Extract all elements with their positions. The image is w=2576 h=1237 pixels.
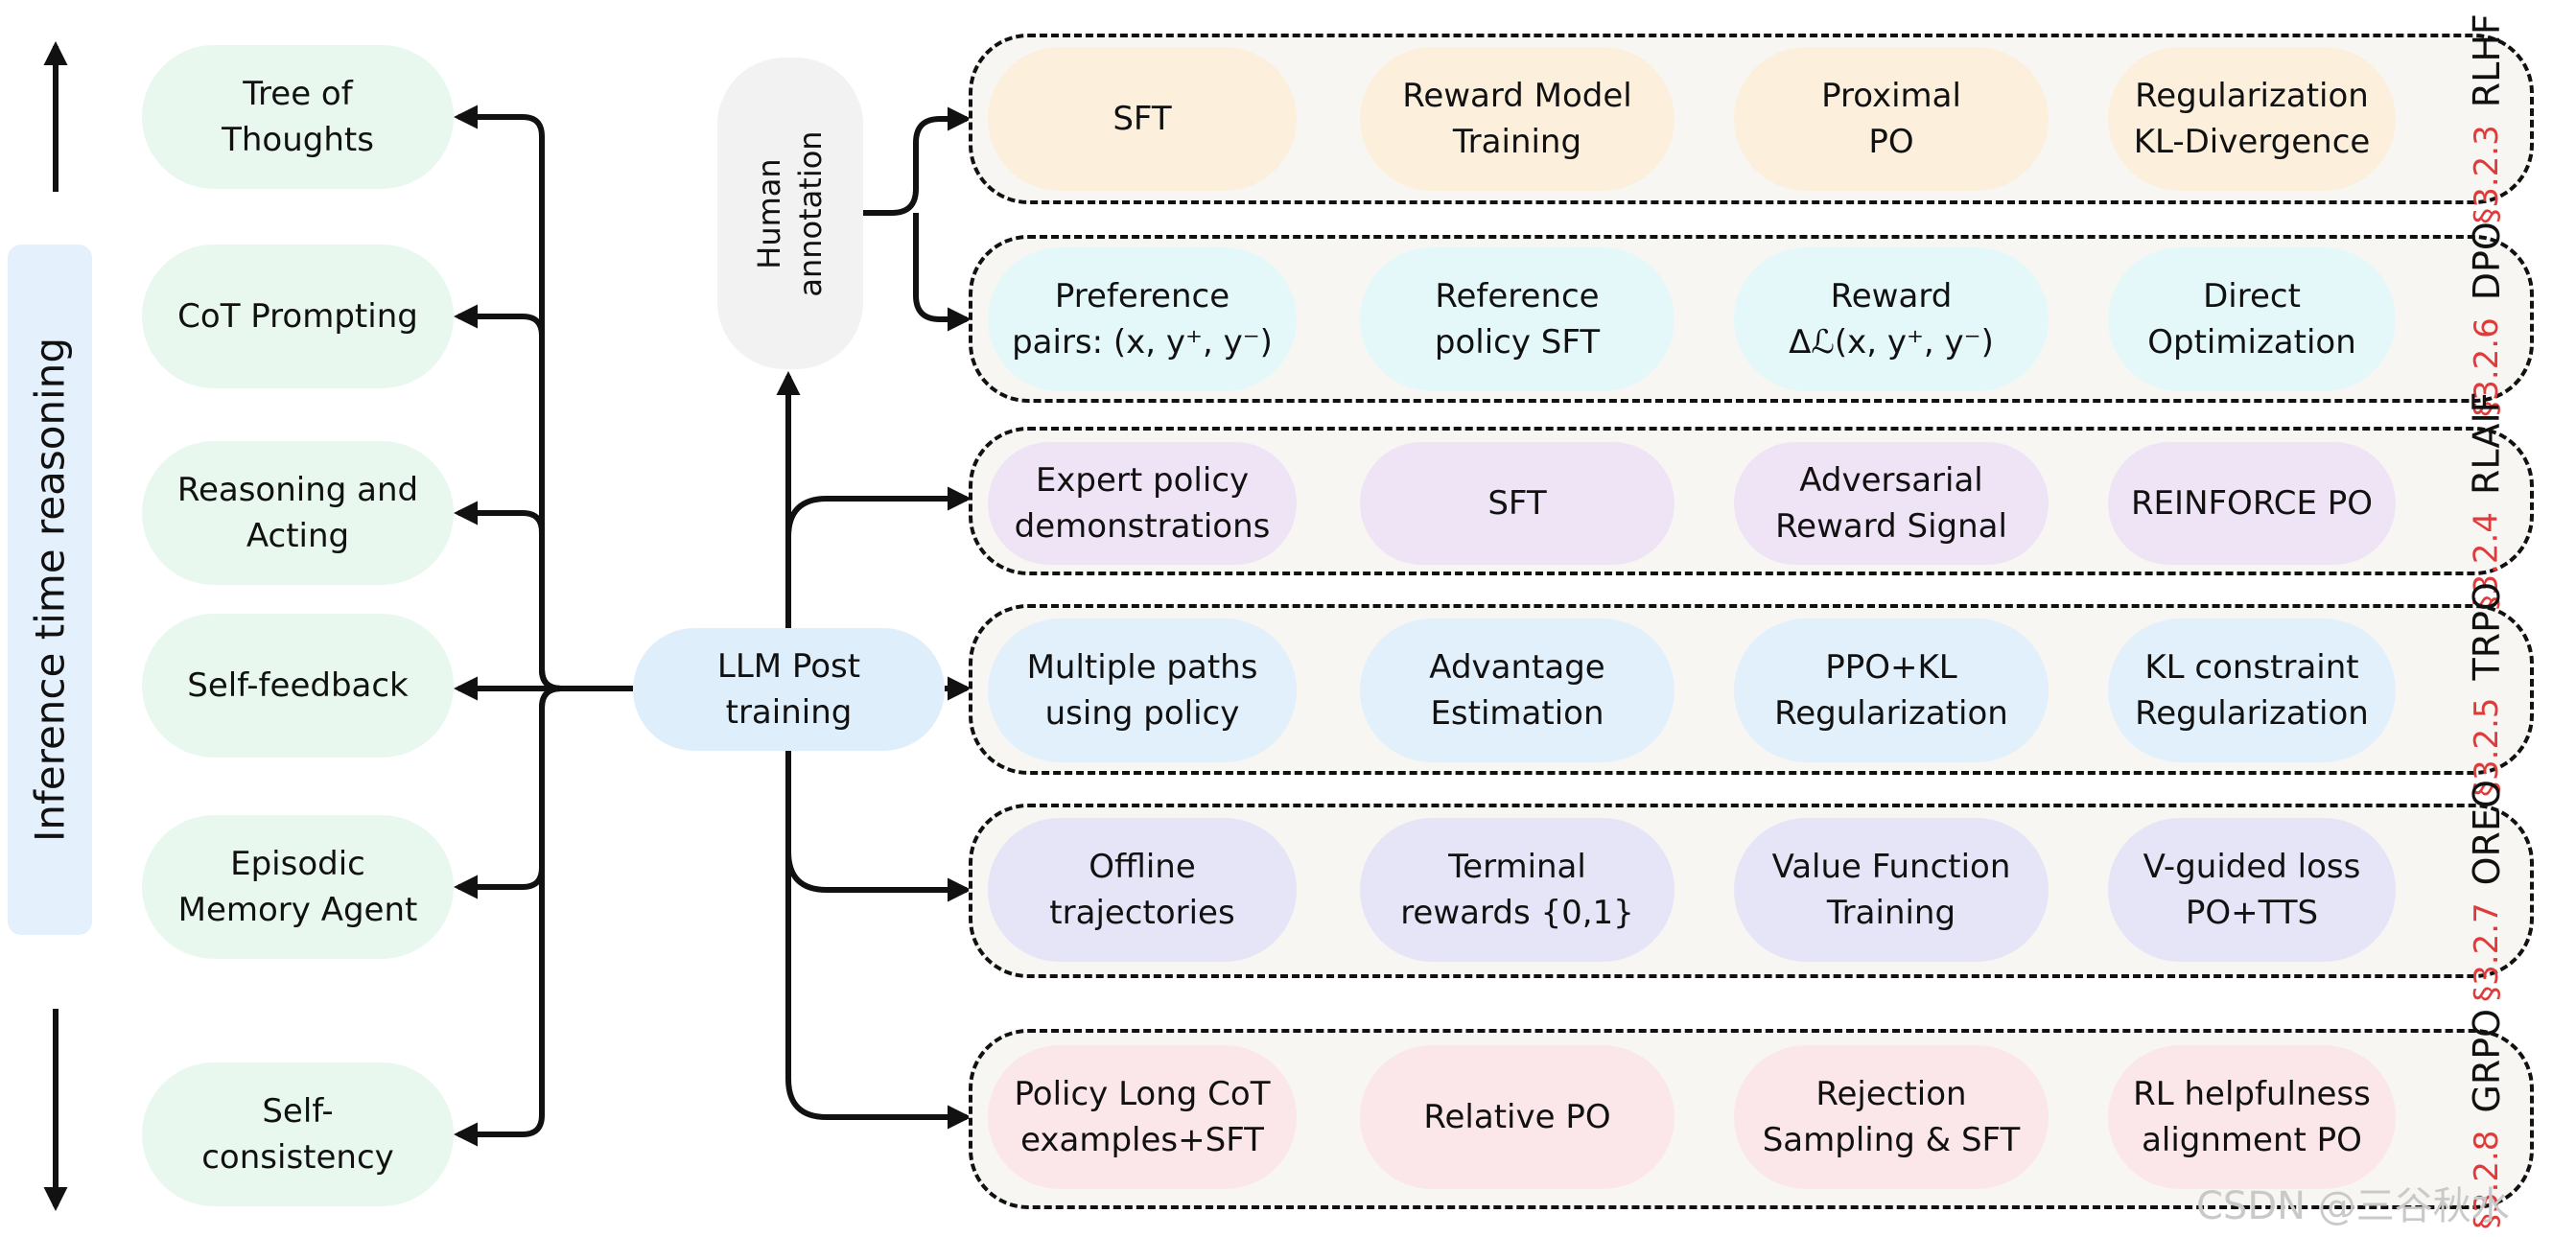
- step-oreo-2: Value Function Training: [1734, 818, 2049, 962]
- step-label: Preference pairs: (x, y⁺, y⁻): [1012, 276, 1273, 362]
- step-label: PPO+KL Regularization: [1774, 647, 2008, 733]
- inference-method-label: Self-feedback: [187, 665, 409, 705]
- arrow-to-inference-5: [453, 686, 633, 1147]
- step-label: Adversarial Reward Signal: [1775, 460, 2007, 546]
- inference-method-label: Reasoning and Acting: [176, 470, 419, 555]
- step-label: KL constraint Regularization: [2135, 647, 2369, 733]
- group-label-rlhf: §3.2.3 RLHF: [2444, 13, 2530, 224]
- human-annotation-node: Human annotation: [717, 58, 863, 369]
- step-label: SFT: [1487, 483, 1547, 523]
- step-label: Policy Long CoT examples+SFT: [1014, 1074, 1271, 1159]
- arrow-to-grpo: [785, 852, 972, 1130]
- llm-post-training-text: LLM Post training: [716, 646, 861, 732]
- step-oreo-3: V-guided loss PO+TTS: [2108, 818, 2396, 962]
- method-name: DPO: [2466, 221, 2509, 300]
- inference-method-label: CoT Prompting: [177, 296, 418, 336]
- arrow-to-inference-1: [453, 304, 633, 691]
- step-label: Offline trajectories: [1049, 847, 1235, 932]
- step-label: Relative PO: [1423, 1097, 1611, 1136]
- inference-method-2: Reasoning and Acting: [142, 441, 454, 585]
- step-label: Terminal rewards {0,1}: [1400, 847, 1634, 932]
- inference-method-5: Self- consistency: [142, 1062, 454, 1206]
- inference-method-label: Tree of Thoughts: [222, 74, 374, 159]
- section-number: §3.2.3: [2468, 125, 2506, 224]
- arrow-to-inference-2: [453, 501, 633, 691]
- step-label: Value Function Training: [1771, 847, 2011, 932]
- section-number: §3.2.7: [2468, 902, 2506, 1002]
- step-rlaif-0: Expert policy demonstrations: [988, 442, 1297, 565]
- step-label: SFT: [1112, 99, 1172, 138]
- inference-method-label: Episodic Memory Agent: [177, 844, 418, 929]
- arrow-to-oreo: [785, 751, 972, 902]
- method-name: OREO: [2466, 780, 2508, 886]
- step-label: Reward Δℒ(x, y⁺, y⁻): [1789, 276, 1994, 362]
- method-name: RLHF: [2466, 13, 2508, 108]
- step-grpo-2: Rejection Sampling & SFT: [1734, 1045, 2049, 1189]
- step-rlaif-3: REINFORCE PO: [2108, 442, 2396, 565]
- step-dpo-1: Reference policy SFT: [1360, 247, 1674, 391]
- arrow-to-inference-0: [453, 105, 633, 691]
- step-label: Regularization KL-Divergence: [2133, 76, 2371, 161]
- step-label: Proximal PO: [1821, 76, 1961, 161]
- step-label: RL helpfulness alignment PO: [2133, 1074, 2371, 1159]
- step-label: Direct Optimization: [2147, 276, 2356, 362]
- inference-time-reasoning-text: Inference time reasoning: [26, 337, 74, 843]
- step-rlhf-2: Proximal PO: [1734, 47, 2049, 191]
- step-label: Reference policy SFT: [1434, 276, 1601, 362]
- inference-method-3: Self-feedback: [142, 614, 454, 758]
- step-rlaif-2: Adversarial Reward Signal: [1734, 442, 2049, 565]
- inference-method-label: Self- consistency: [201, 1091, 394, 1177]
- watermark: CSDN @三谷秋水: [2196, 1184, 2510, 1228]
- step-label: Multiple paths using policy: [1026, 647, 1258, 733]
- arrow-to-rlhf: [863, 106, 972, 216]
- step-oreo-1: Terminal rewards {0,1}: [1360, 818, 1674, 962]
- arrow-to-rlaif: [785, 486, 972, 538]
- step-rlaif-1: SFT: [1360, 442, 1674, 565]
- step-dpo-0: Preference pairs: (x, y⁺, y⁻): [988, 247, 1297, 391]
- human-annotation-text: Human annotation: [750, 129, 829, 297]
- inference-time-reasoning-label: Inference time reasoning: [8, 245, 92, 935]
- arrow-to-inference-4: [453, 686, 633, 899]
- method-name: TRPO: [2466, 582, 2508, 681]
- step-label: Expert policy demonstrations: [1014, 460, 1271, 546]
- method-name: GRPO: [2466, 1008, 2509, 1113]
- step-dpo-3: Direct Optimization: [2108, 247, 2396, 391]
- step-label: Reward Model Training: [1402, 76, 1632, 161]
- step-grpo-0: Policy Long CoT examples+SFT: [988, 1045, 1297, 1189]
- step-label: Rejection Sampling & SFT: [1762, 1074, 2021, 1159]
- step-dpo-2: Reward Δℒ(x, y⁺, y⁻): [1734, 247, 2049, 391]
- llm-post-training-node: LLM Post training: [633, 628, 945, 751]
- step-trpo-0: Multiple paths using policy: [988, 618, 1297, 762]
- inference-method-0: Tree of Thoughts: [142, 45, 454, 189]
- step-label: REINFORCE PO: [2130, 483, 2374, 523]
- step-rlhf-0: SFT: [988, 47, 1297, 191]
- arrow-to-dpo: [913, 213, 972, 332]
- step-label: Advantage Estimation: [1429, 647, 1605, 733]
- step-oreo-0: Offline trajectories: [988, 818, 1297, 962]
- step-trpo-2: PPO+KL Regularization: [1734, 618, 2049, 762]
- inference-method-4: Episodic Memory Agent: [142, 815, 454, 959]
- inference-method-1: CoT Prompting: [142, 245, 454, 388]
- step-label: V-guided loss PO+TTS: [2143, 847, 2361, 932]
- group-label-oreo: §3.2.7 OREO: [2444, 780, 2530, 1002]
- method-name: RLAIF: [2466, 390, 2508, 495]
- step-rlhf-1: Reward Model Training: [1360, 47, 1674, 191]
- step-grpo-1: Relative PO: [1360, 1045, 1674, 1189]
- step-grpo-3: RL helpfulness alignment PO: [2108, 1045, 2396, 1189]
- step-trpo-1: Advantage Estimation: [1360, 618, 1674, 762]
- step-rlhf-3: Regularization KL-Divergence: [2108, 47, 2396, 191]
- step-trpo-3: KL constraint Regularization: [2108, 618, 2396, 762]
